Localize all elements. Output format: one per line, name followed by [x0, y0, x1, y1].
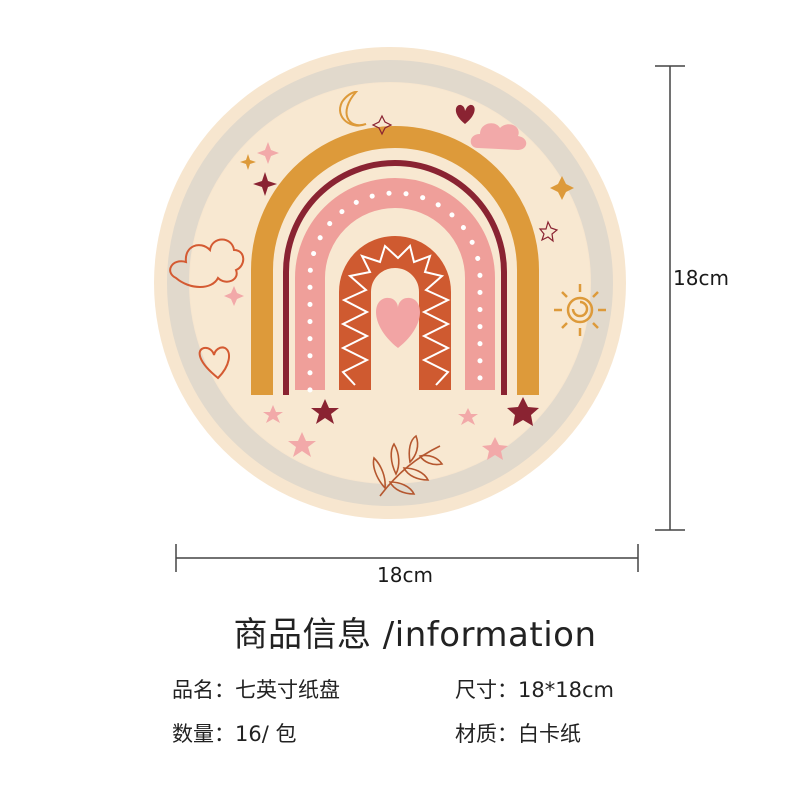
spec-label: 品名： [172, 678, 235, 702]
spec-quantity: 数量：16/ 包 [172, 718, 296, 748]
spec-label: 数量： [172, 722, 235, 746]
small-heart-icon [455, 104, 475, 124]
height-label: 18cm [673, 266, 729, 290]
spec-value: 白卡纸 [518, 722, 581, 746]
spec-label: 尺寸： [455, 678, 518, 702]
sparkle-icons [224, 114, 574, 306]
paper-plate [154, 47, 626, 519]
spec-product-name: 品名：七英寸纸盘 [172, 674, 340, 704]
rainbow-illustration [251, 126, 539, 395]
cloud-icon [470, 123, 527, 150]
heart-icon [376, 297, 420, 348]
spec-size: 尺寸：18*18cm [455, 674, 614, 704]
info-title: 商品信息 /information [233, 615, 597, 655]
width-dimension-line [175, 544, 639, 572]
spec-material: 材质：白卡纸 [455, 718, 581, 748]
sun-icon [554, 284, 606, 336]
spec-label: 材质： [455, 722, 518, 746]
outline-cloud-icon [169, 238, 245, 288]
leaf-branch-icon [372, 434, 444, 497]
spec-value: 七英寸纸盘 [235, 678, 340, 702]
spec-value: 16/ 包 [235, 722, 297, 746]
outline-heart-icon [198, 346, 231, 380]
width-label: 18cm [377, 563, 433, 587]
spec-value: 18*18cm [518, 678, 614, 702]
moon-icon [339, 90, 367, 127]
height-dimension-line [655, 65, 685, 531]
star-icons [263, 397, 539, 460]
